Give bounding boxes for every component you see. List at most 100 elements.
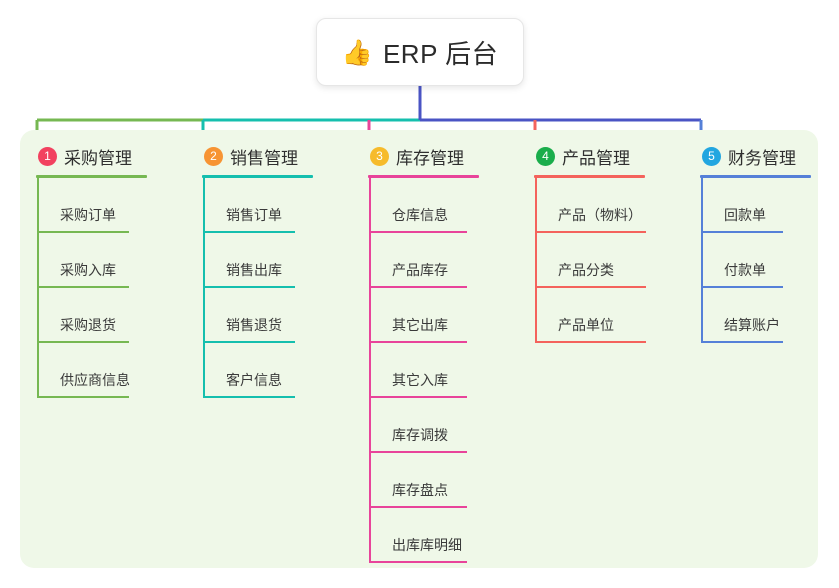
leaf-label: 采购入库 [60,262,116,278]
leaf-label: 仓库信息 [392,207,448,223]
leaf-item[interactable]: 库存盘点 [368,453,479,508]
column-4: 4 产品管理产品（物料） 产品分类产品单位 [534,144,646,343]
leaf-underline [369,231,467,233]
column-header-5[interactable]: 5 财务管理 [700,144,811,168]
column-5: 5 财务管理回款单付款单结算账户 [700,144,811,343]
leaf-item[interactable]: 其它出库 [368,288,479,343]
leaf-item[interactable]: 回款单 [700,178,811,233]
column-header-2[interactable]: 2 销售管理 [202,144,313,168]
leaf-label: 销售出库 [226,262,282,278]
column-spine-5 [701,178,703,343]
content-panel [20,130,818,568]
leaf-list-4: 产品（物料） 产品分类产品单位 [534,178,646,343]
leaf-label: 出库库明细 [392,537,462,553]
leaf-label: 结算账户 [724,317,780,333]
leaf-label: 供应商信息 [60,372,130,388]
leaf-item[interactable]: 销售出库 [202,233,313,288]
leaf-label: 客户信息 [226,372,282,388]
leaf-item[interactable]: 销售订单 [202,178,313,233]
leaf-item[interactable]: 采购订单 [36,178,147,233]
leaf-label: 付款单 [724,262,766,278]
leaf-label: 产品分类 [558,262,614,278]
column-1: 1 采购管理采购订单采购入库采购退货供应商信息 [36,144,147,398]
leaf-item[interactable]: 付款单 [700,233,811,288]
leaf-underline [369,451,467,453]
leaf-item[interactable]: 其它入库 [368,343,479,398]
column-badge-3: 3 [370,146,389,166]
leaf-item[interactable]: 销售退货 [202,288,313,343]
leaf-item[interactable]: 产品库存 [368,233,479,288]
leaf-label: 销售退货 [226,317,282,333]
leaf-label: 库存调拨 [392,427,448,443]
leaf-label: 回款单 [724,207,766,223]
leaf-underline [369,561,467,563]
leaf-item[interactable]: 结算账户 [700,288,811,343]
column-header-1[interactable]: 1 采购管理 [36,144,147,168]
leaf-underline [203,396,295,398]
column-spine-4 [535,178,537,343]
column-spine-1 [37,178,39,398]
leaf-underline [369,506,467,508]
leaf-underline [369,286,467,288]
column-badge-4: 4 [536,146,555,166]
column-title-3: 库存管理 [396,148,464,168]
column-spine-2 [203,178,205,398]
leaf-label: 采购订单 [60,207,116,223]
leaf-item[interactable]: 产品单位 [534,288,646,343]
column-title-2: 销售管理 [230,148,298,168]
column-underline-4 [534,175,645,178]
column-header-3[interactable]: 3 库存管理 [368,144,479,168]
leaf-underline [535,286,646,288]
leaf-item[interactable]: 产品分类 [534,233,646,288]
column-title-5: 财务管理 [728,148,796,168]
leaf-underline [203,231,295,233]
column-badge-1: 1 [38,146,57,166]
leaf-underline [203,286,295,288]
leaf-label: 采购退货 [60,317,116,333]
leaf-underline [701,231,783,233]
leaf-underline [535,231,646,233]
leaf-item[interactable]: 客户信息 [202,343,313,398]
column-underline-1 [36,175,147,178]
leaf-item[interactable]: 仓库信息 [368,178,479,233]
column-title-1: 采购管理 [64,148,132,168]
column-badge-2: 2 [204,146,223,166]
column-spine-3 [369,178,371,563]
leaf-list-1: 采购订单采购入库采购退货供应商信息 [36,178,147,398]
leaf-label: 产品（物料） [558,207,642,223]
leaf-label: 产品单位 [558,317,614,333]
leaf-item[interactable]: 产品（物料） [534,178,646,233]
root-node[interactable]: 👍 ERP 后台 [316,18,524,86]
leaf-item[interactable]: 出库库明细 [368,508,479,563]
leaf-label: 其它出库 [392,317,448,333]
leaf-underline [37,341,129,343]
column-header-4[interactable]: 4 产品管理 [534,144,645,168]
column-3: 3 库存管理仓库信息产品库存其它出库其它入库库存调拨库存盘点出库库明细 [368,144,479,563]
column-underline-2 [202,175,313,178]
leaf-item[interactable]: 采购入库 [36,233,147,288]
leaf-label: 库存盘点 [392,482,448,498]
column-2: 2 销售管理销售订单销售出库销售退货客户信息 [202,144,313,398]
leaf-item[interactable]: 库存调拨 [368,398,479,453]
leaf-list-5: 回款单付款单结算账户 [700,178,811,343]
leaf-item[interactable]: 采购退货 [36,288,147,343]
leaf-label: 产品库存 [392,262,448,278]
thumbs-up-icon: 👍 [341,37,373,67]
leaf-list-2: 销售订单销售出库销售退货客户信息 [202,178,313,398]
leaf-label: 销售订单 [226,207,282,223]
leaf-underline [369,341,467,343]
leaf-label: 其它入库 [392,372,448,388]
column-badge-5: 5 [702,146,721,166]
leaf-underline [37,396,129,398]
leaf-list-3: 仓库信息产品库存其它出库其它入库库存调拨库存盘点出库库明细 [368,178,479,563]
leaf-underline [37,231,129,233]
leaf-item[interactable]: 供应商信息 [36,343,147,398]
leaf-underline [203,341,295,343]
column-title-4: 产品管理 [562,148,630,168]
root-title: ERP 后台 [382,38,499,69]
leaf-underline [37,286,129,288]
column-underline-3 [368,175,479,178]
column-underline-5 [700,175,811,178]
leaf-underline [701,286,783,288]
